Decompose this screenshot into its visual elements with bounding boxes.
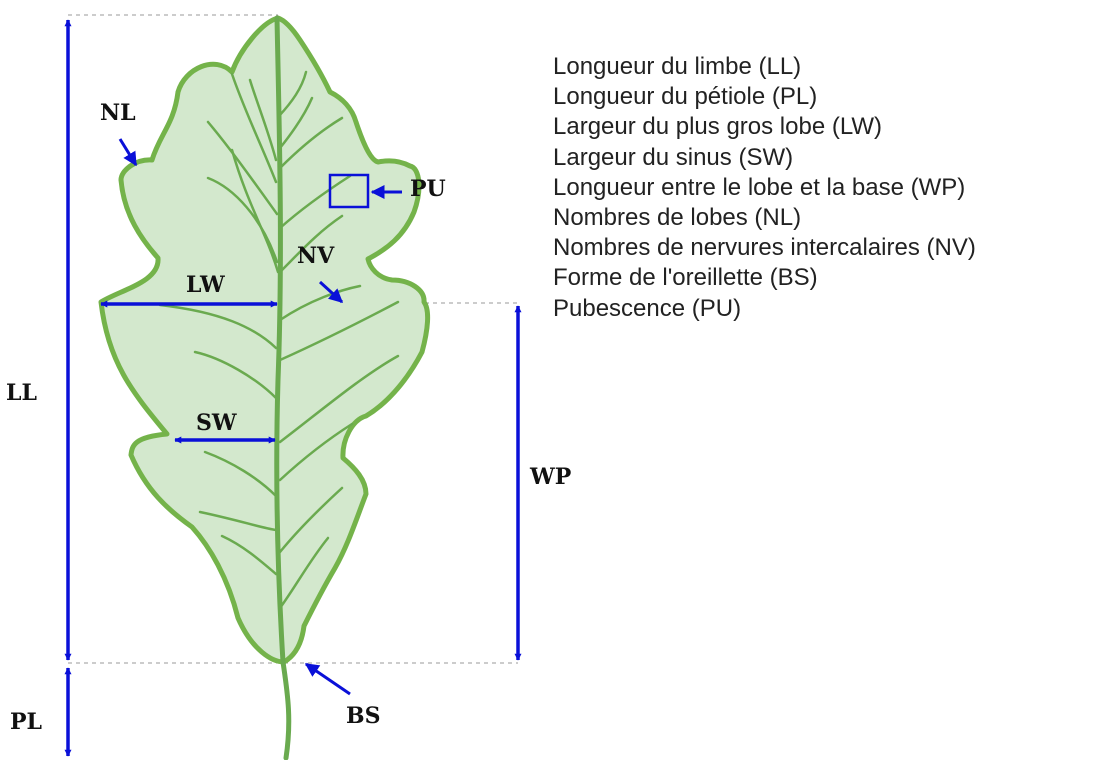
- legend-item-bs: Forme de l'oreillette (BS): [553, 263, 976, 293]
- legend-item-nl: Nombres de lobes (NL): [553, 203, 976, 233]
- label-pu: PU: [410, 176, 446, 202]
- legend-item-ll: Longueur du limbe (LL): [553, 52, 976, 82]
- legend-item-pl: Longueur du pétiole (PL): [553, 82, 976, 112]
- label-ll: LL: [6, 380, 37, 406]
- label-wp: WP: [529, 464, 571, 490]
- label-pl: PL: [10, 709, 42, 735]
- nl-pointer: [120, 139, 136, 165]
- label-sw: SW: [196, 410, 237, 436]
- label-bs: BS: [346, 703, 380, 729]
- measurement-legend: Longueur du limbe (LL) Longueur du pétio…: [553, 52, 976, 324]
- bs-pointer: [306, 664, 350, 694]
- legend-item-nv: Nombres de nervures intercalaires (NV): [553, 233, 976, 263]
- legend-item-sw: Largeur du sinus (SW): [553, 143, 976, 173]
- label-nl: NL: [100, 100, 136, 126]
- legend-item-pu: Pubescence (PU): [553, 294, 976, 324]
- label-lw: LW: [186, 272, 225, 298]
- label-nv: NV: [297, 243, 335, 269]
- legend-item-wp: Longueur entre le lobe et la base (WP): [553, 173, 976, 203]
- legend-item-lw: Largeur du plus gros lobe (LW): [553, 112, 976, 142]
